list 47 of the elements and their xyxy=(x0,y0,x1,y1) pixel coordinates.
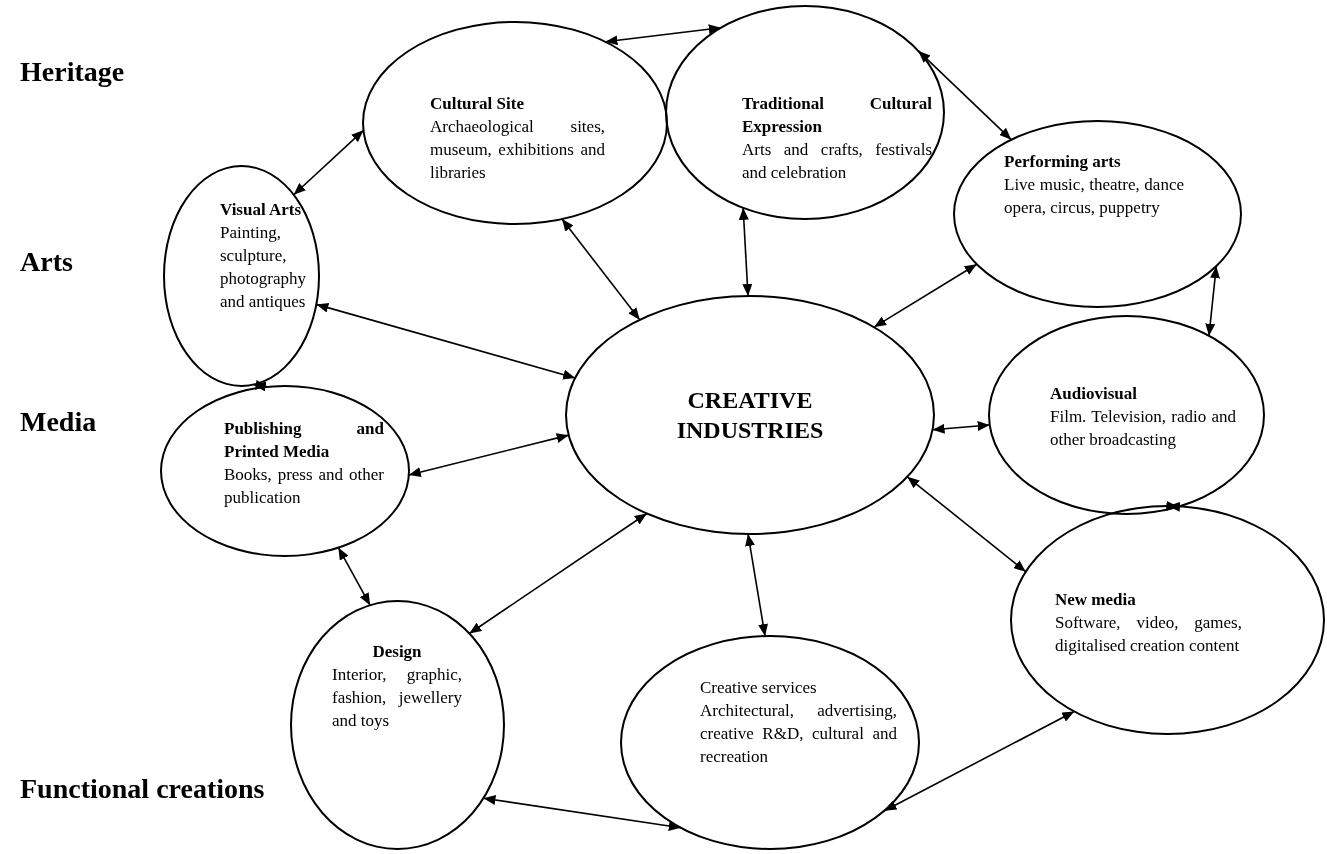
double-headed-arrow xyxy=(468,512,648,635)
node-title: Publishing and Printed Media xyxy=(224,418,384,463)
node-title: New media xyxy=(1055,589,1137,611)
double-headed-arrow xyxy=(873,263,978,328)
double-headed-arrow xyxy=(745,533,768,637)
double-headed-arrow xyxy=(561,218,641,321)
category-ellipse xyxy=(620,635,920,850)
node-title: Cultural Site xyxy=(430,93,525,115)
category-ellipse xyxy=(1010,505,1325,735)
node-description: Software, video, games, digitalised creation content xyxy=(1055,612,1242,657)
node-description: Archaeological sites, museum, exhibitions and libraries xyxy=(430,116,605,184)
node-description: Film. Television, radio and other broadcasting xyxy=(1050,406,1236,451)
category-ellipse xyxy=(988,315,1265,515)
node-description: Arts and crafts, festivals and celebration xyxy=(742,139,932,184)
category-label: Media xyxy=(20,406,97,438)
central-ellipse xyxy=(565,295,935,535)
central-title: CREATIVE INDUSTRIES xyxy=(675,386,825,445)
category-ellipse xyxy=(362,21,668,225)
category-ellipse xyxy=(665,5,945,220)
double-headed-arrow xyxy=(337,546,371,606)
double-headed-arrow xyxy=(315,302,576,380)
double-headed-arrow xyxy=(738,207,753,297)
category-label: Arts xyxy=(20,246,73,278)
node-description: Architectural, advertising, creative R&D, cultural and recreation xyxy=(700,700,897,768)
category-ellipse xyxy=(163,165,320,387)
double-headed-arrow xyxy=(1166,500,1181,512)
node-title: Visual Arts xyxy=(220,199,303,221)
category-ellipse xyxy=(290,600,505,850)
category-ellipse xyxy=(160,385,410,557)
category-label: Functional creations xyxy=(20,773,265,805)
double-headed-arrow xyxy=(253,380,269,392)
double-headed-arrow xyxy=(931,421,991,434)
node-title: Audiovisual xyxy=(1050,383,1138,405)
node-title: Design xyxy=(371,641,423,663)
double-headed-arrow xyxy=(408,433,570,477)
category-label: Heritage xyxy=(20,56,125,88)
double-headed-arrow xyxy=(906,475,1027,573)
node-description: Books, press and other publication xyxy=(224,464,384,509)
node-description: Interior, graphic, fashion, jewellery and toys xyxy=(332,664,462,732)
node-title: Creative services xyxy=(700,677,818,699)
node-title: Performing arts xyxy=(1004,151,1122,173)
category-ellipse xyxy=(953,120,1242,308)
double-headed-arrow xyxy=(292,129,365,196)
node-description: Live music, theatre, dance opera, circus, puppetry xyxy=(1004,174,1184,219)
node-title: Traditional Cultural Expression xyxy=(742,93,932,138)
double-headed-arrow xyxy=(1205,265,1220,337)
node-description: Painting, sculpture, photography and antiques xyxy=(220,222,307,313)
